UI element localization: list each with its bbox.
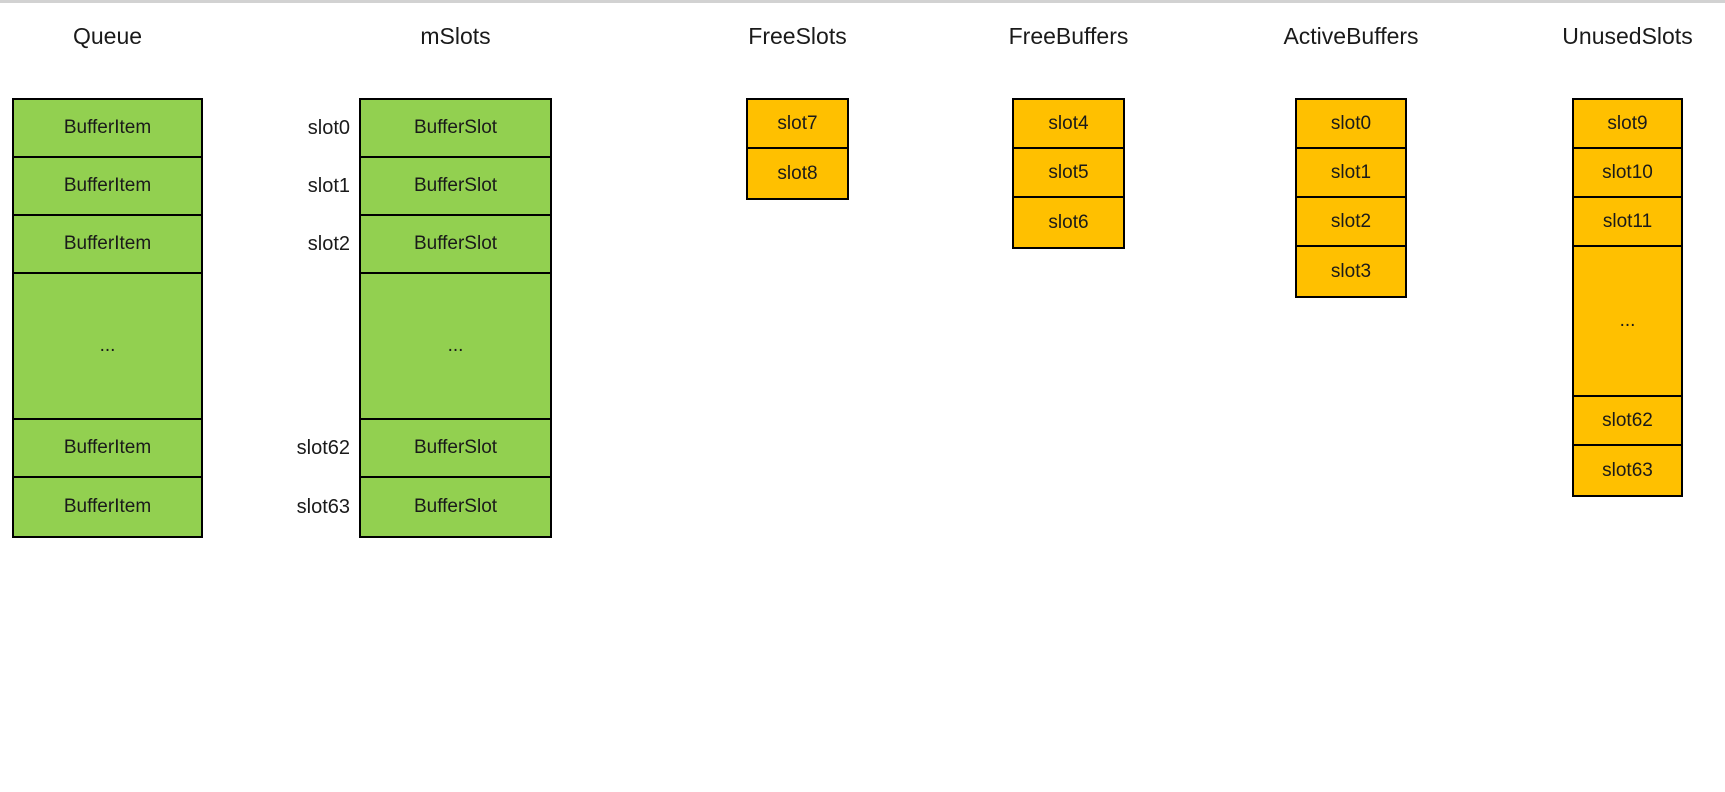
- column-title: FreeBuffers: [1008, 23, 1129, 49]
- cell-label: slot3: [1330, 260, 1372, 282]
- buffer-row: slot9: [1574, 100, 1681, 149]
- buffer-row: slot62: [1574, 397, 1681, 446]
- cell-label: ...: [1619, 310, 1636, 331]
- cell-label: BufferItem: [63, 175, 152, 196]
- buffer-row: slot6: [1014, 198, 1123, 247]
- slot-index-label: slot2: [307, 232, 350, 255]
- slot-index-label: slot62: [296, 436, 350, 459]
- buffer-row: slot0 BufferSlot: [308, 100, 550, 158]
- buffer-row: slot2 BufferSlot: [308, 216, 550, 274]
- buffer-row: slot10: [1574, 149, 1681, 198]
- column-title: mSlots: [420, 23, 491, 49]
- slot-index-label: slot63: [296, 495, 350, 518]
- cell-label: ...: [99, 335, 116, 356]
- cell-label: slot11: [1602, 210, 1653, 232]
- cell-label: BufferSlot: [413, 437, 498, 458]
- cell-label: slot7: [777, 112, 818, 134]
- cell-label: BufferSlot: [413, 117, 498, 138]
- buffer-row: slot1: [1297, 149, 1405, 198]
- buffer-row: BufferItem: [14, 420, 201, 478]
- buffer-row: slot1 BufferSlot: [308, 158, 550, 216]
- activebuffers-stack: slot0 slot1 slot2 slot3: [1295, 98, 1407, 298]
- buffer-row: BufferItem: [14, 478, 201, 536]
- buffer-row: slot63: [1574, 446, 1681, 495]
- cell-label: slot10: [1602, 161, 1653, 183]
- slot-index-label: slot1: [307, 174, 350, 197]
- cell-label: slot9: [1607, 112, 1648, 134]
- cell-label: ...: [447, 335, 464, 356]
- buffer-row: BufferItem: [14, 100, 201, 158]
- top-border-line: [0, 0, 1725, 3]
- column-title: FreeSlots: [748, 23, 847, 49]
- cell-label: BufferSlot: [413, 233, 498, 254]
- buffer-row: slot63 BufferSlot: [297, 478, 550, 536]
- cell-label: BufferItem: [63, 437, 152, 458]
- cell-label: BufferSlot: [413, 496, 498, 517]
- slot-index-label: slot0: [307, 116, 350, 139]
- freeslots-stack: slot7 slot8: [746, 98, 849, 200]
- buffer-row: slot8: [748, 149, 847, 198]
- buffer-row: slot4: [1014, 100, 1123, 149]
- buffer-row: BufferItem: [14, 216, 201, 274]
- buffer-row: slot7: [748, 100, 847, 149]
- buffer-row: slot2: [1297, 198, 1405, 247]
- column-title: ActiveBuffers: [1283, 23, 1419, 49]
- freebuffers-stack: slot4 slot5 slot6: [1012, 98, 1125, 249]
- ellipsis-row: ...: [1574, 247, 1681, 397]
- ellipsis-row: ...: [361, 274, 550, 420]
- cell-label: BufferSlot: [413, 175, 498, 196]
- cell-label: BufferItem: [63, 117, 152, 138]
- cell-label: BufferItem: [63, 496, 152, 517]
- buffer-row: slot3: [1297, 247, 1405, 296]
- mslots-stack: slot0 BufferSlot slot1 BufferSlot slot2 …: [297, 98, 552, 538]
- cell-label: slot5: [1048, 161, 1089, 183]
- cell-label: slot6: [1048, 211, 1089, 233]
- column-title: Queue: [72, 23, 143, 49]
- buffer-row: slot5: [1014, 149, 1123, 198]
- buffer-row: BufferItem: [14, 158, 201, 216]
- cell-label: BufferItem: [63, 233, 152, 254]
- cell-label: slot1: [1330, 161, 1372, 183]
- unusedslots-stack: slot9 slot10 slot11 ... slot62 slot63: [1572, 98, 1683, 497]
- ellipsis-row: ...: [14, 274, 201, 420]
- buffer-row: slot62 BufferSlot: [297, 420, 550, 478]
- buffer-row: slot0: [1297, 100, 1405, 149]
- cell-label: slot8: [777, 162, 818, 184]
- cell-label: slot62: [1602, 409, 1653, 431]
- cell-label: slot2: [1330, 210, 1372, 232]
- cell-label: slot0: [1330, 112, 1372, 134]
- buffer-row: slot11: [1574, 198, 1681, 247]
- cell-label: slot63: [1602, 459, 1653, 481]
- column-title: UnusedSlots: [1562, 23, 1693, 49]
- cell-label: slot4: [1048, 112, 1089, 134]
- queue-stack: BufferItem BufferItem BufferItem ... Buf…: [12, 98, 203, 538]
